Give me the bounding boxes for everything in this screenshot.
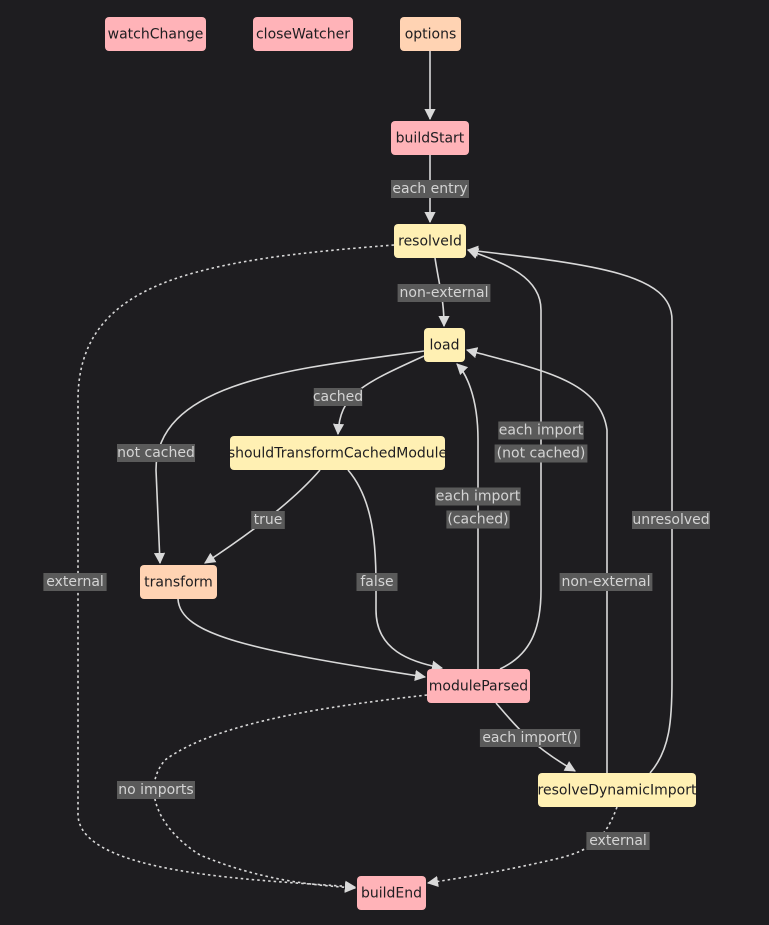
edge-resolve-dynamic-import-resolve-id [466, 245, 673, 774]
edge-label-background [479, 729, 581, 747]
edge-label-background [494, 444, 588, 463]
edge-label-text: external [46, 574, 104, 590]
node-label: watchChange [108, 27, 204, 43]
node-label: load [430, 338, 460, 354]
edge-label-should-transform-module-parsed: false [356, 573, 398, 591]
edge-label-text: each import [499, 423, 584, 439]
node-box [105, 17, 206, 51]
node-options: options [400, 17, 461, 51]
edge-label-background [356, 573, 398, 591]
edge-label-module-parsed-resolve-id: each import (not cached) [494, 421, 588, 463]
edge-label-load-transform: not cached [117, 444, 195, 462]
edge-label-background [435, 487, 521, 506]
edge-module-parsed-build-end [153, 694, 428, 893]
edge-label-text: true [254, 512, 283, 528]
edge-label-background [43, 573, 107, 591]
edge-label-background [251, 511, 285, 529]
node-label: buildEnd [361, 886, 422, 902]
edge-label-background [586, 832, 650, 850]
node-label: closeWatcher [256, 27, 350, 43]
edge-label-should-transform-transform: true [251, 511, 285, 529]
edge-label-resolve-dynamic-import-resolve-id: unresolved [632, 511, 710, 529]
node-box [424, 328, 465, 362]
edge-label-module-parsed-resolve-dynamic-import: each import() [479, 729, 581, 747]
edge-label-text: each import() [482, 730, 577, 746]
edge-label-text: non-external [562, 574, 651, 590]
node-label: resolveId [398, 234, 462, 250]
edge-label-text: each entry [392, 181, 467, 197]
node-box [400, 17, 461, 51]
edge-label-background [632, 511, 710, 529]
node-build-start: buildStart [391, 121, 469, 155]
node-module-parsed: moduleParsed [427, 669, 530, 703]
edge-transform-module-parsed [177, 598, 427, 681]
node-watch-change: watchChange [105, 17, 206, 51]
node-box [253, 17, 353, 51]
edge-label-text: no imports [118, 782, 193, 798]
node-box [230, 436, 445, 470]
node-build-end: buildEnd [357, 876, 426, 910]
edge-label-resolve-id-build-end: external [43, 573, 107, 591]
node-label: options [405, 27, 457, 43]
node-label: resolveDynamicImport [538, 783, 697, 799]
node-resolve-dynamic-import: resolveDynamicImport [538, 773, 697, 807]
edge-label-load-should-transform: cached [313, 388, 363, 406]
node-should-transform-cached-module: shouldTransformCachedModule [228, 436, 447, 470]
edge-module-parsed-load [456, 363, 479, 669]
edge-label-text: not cached [117, 445, 195, 461]
edge-label-module-parsed-load: each import (cached) [435, 487, 521, 529]
edge-label-text: non-external [400, 285, 489, 301]
edge-label-text: false [360, 574, 393, 590]
node-label: transform [144, 575, 213, 591]
node-box [538, 773, 696, 807]
node-close-watcher: closeWatcher [253, 17, 353, 51]
edge-resolve-dynamic-import-load [465, 347, 608, 773]
edge-label-resolve-dynamic-import-build-end: external [586, 832, 650, 850]
edge-should-transform-module-parsed [347, 469, 444, 672]
edge-label-background [498, 421, 584, 440]
node-box [394, 224, 466, 258]
edge-label-text: unresolved [632, 512, 709, 528]
edge-label-text: external [589, 833, 647, 849]
edge-label-background [117, 781, 195, 799]
node-box [140, 565, 217, 599]
node-transform: transform [140, 565, 217, 599]
edge-label-module-parsed-build-end: no imports [117, 781, 195, 799]
edge-label-background [559, 573, 653, 591]
edge-label-build-start-resolve-id: each entry [391, 180, 469, 198]
edge-label-background [397, 284, 491, 302]
edge-label-text: (cached) [447, 512, 508, 528]
node-label: buildStart [396, 131, 465, 147]
edge-label-text: each import [436, 489, 521, 505]
edge-label-resolve-id-load: non-external [397, 284, 491, 302]
node-resolve-id: resolveId [394, 224, 466, 258]
edge-label-resolve-dynamic-import-load: non-external [559, 573, 653, 591]
edge-label-text: cached [313, 389, 363, 405]
node-box [357, 876, 426, 910]
edge-label-background [117, 444, 195, 462]
node-label: moduleParsed [429, 679, 528, 695]
edge-label-background [313, 388, 363, 406]
edge-label-background [446, 510, 510, 529]
edge-label-background [391, 180, 469, 198]
node-box [391, 121, 469, 155]
node-box [427, 669, 530, 703]
node-load: load [424, 328, 465, 362]
edge-label-text: (not cached) [497, 446, 586, 462]
node-label: shouldTransformCachedModule [228, 446, 447, 462]
